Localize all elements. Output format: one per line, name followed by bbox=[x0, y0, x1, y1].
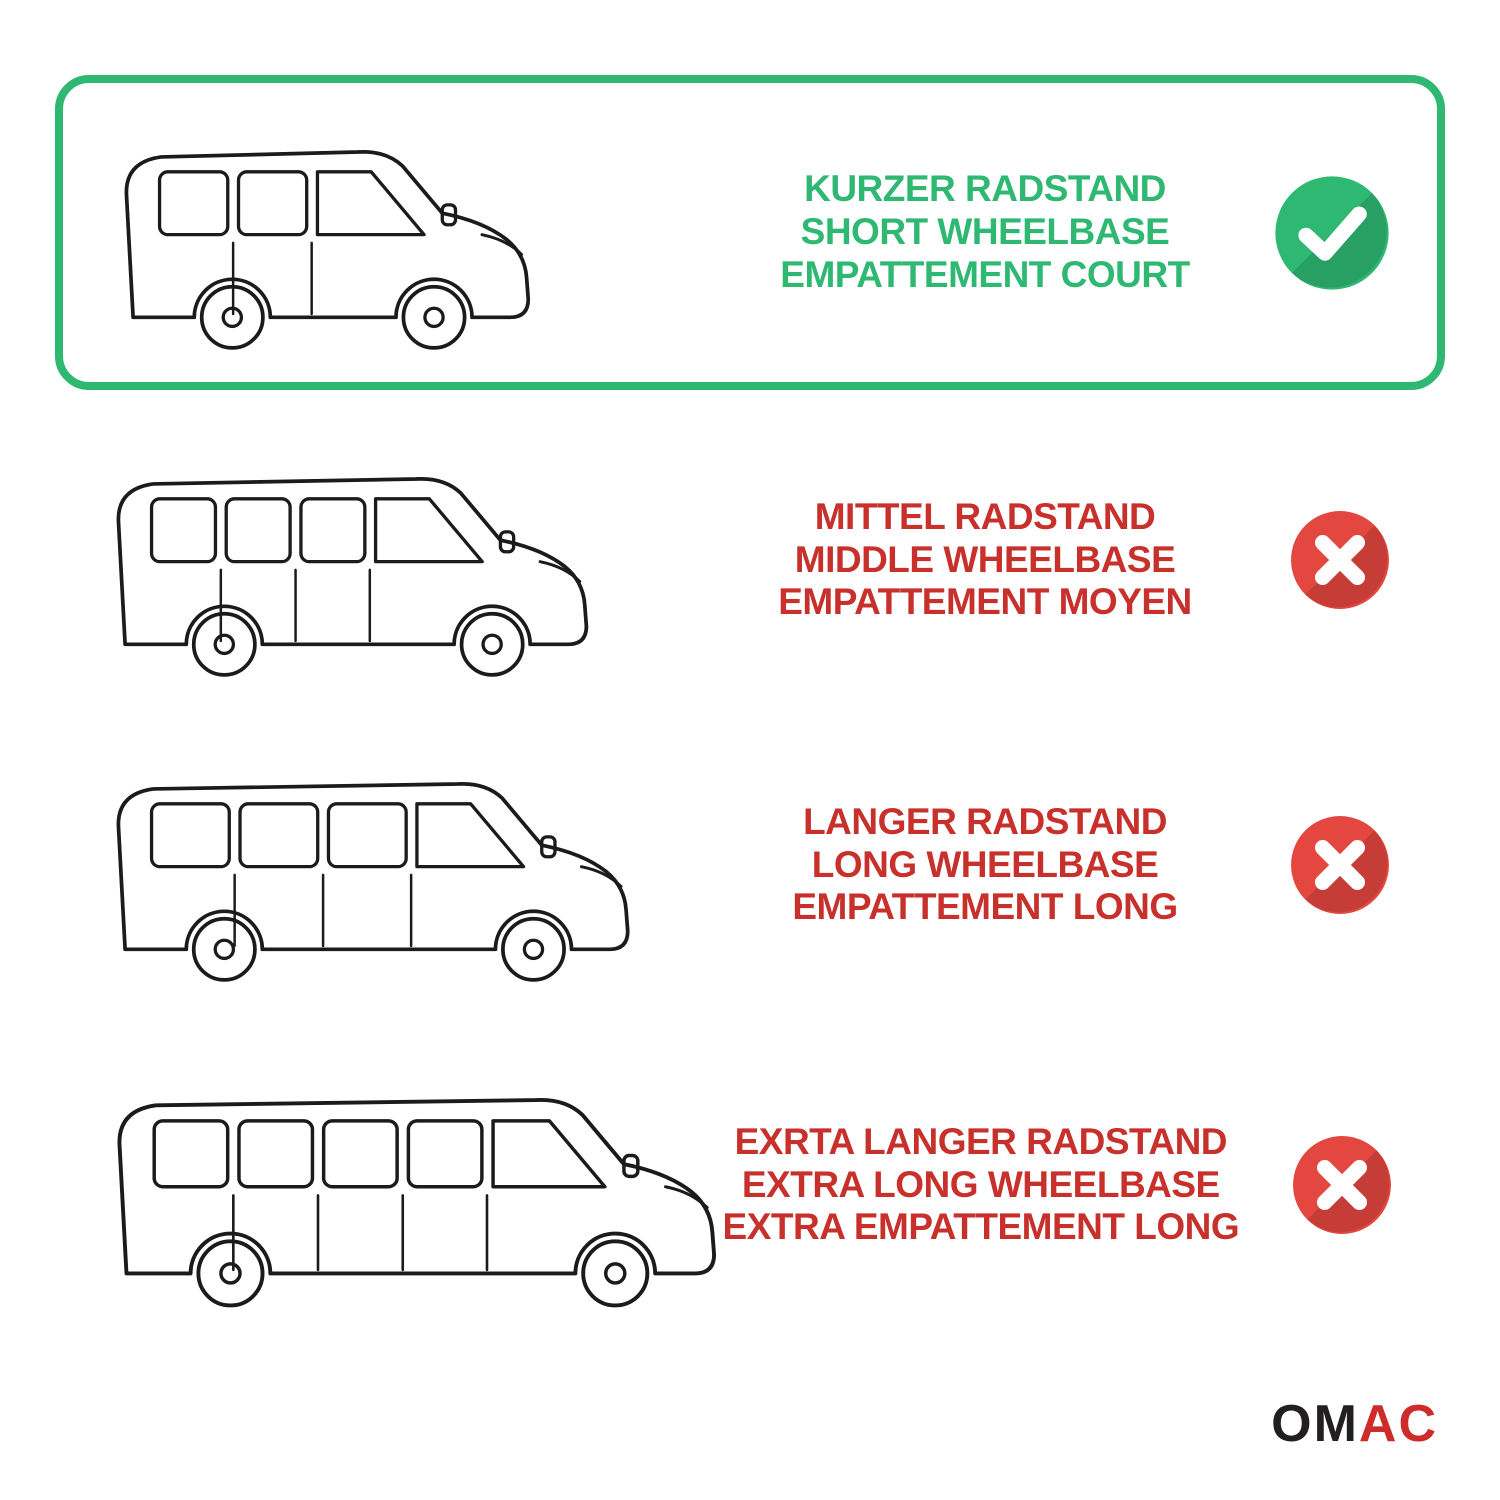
omac-logo: OMAC bbox=[1271, 1398, 1438, 1450]
option-label-long: LANGER RADSTAND LONG WHEELBASE EMPATTEME… bbox=[735, 801, 1235, 930]
status-icon-wrap bbox=[1235, 814, 1445, 916]
label-line-de: MITTEL RADSTAND bbox=[814, 495, 1156, 537]
option-row-long-wheelbase: LANGER RADSTAND LONG WHEELBASE EMPATTEME… bbox=[55, 730, 1445, 1000]
status-icon-wrap bbox=[1239, 1134, 1445, 1236]
van-illustration-short bbox=[63, 109, 743, 357]
van-outline-svg bbox=[117, 1097, 717, 1308]
logo-text-red: AC bbox=[1358, 1395, 1438, 1453]
status-icon-wrap bbox=[1227, 174, 1437, 292]
label-line-de: LANGER RADSTAND bbox=[803, 800, 1167, 842]
label-line-en: MIDDLE WHEELBASE bbox=[794, 538, 1176, 580]
van-illustration-middle bbox=[55, 436, 735, 684]
label-line-en: LONG WHEELBASE bbox=[811, 843, 1159, 885]
option-label-short: KURZER RADSTAND SHORT WHEELBASE EMPATTEM… bbox=[743, 168, 1227, 297]
van-outline-svg bbox=[124, 149, 531, 350]
label-line-fr: EMPATTEMENT LONG bbox=[792, 886, 1178, 928]
logo-text-black: OM bbox=[1271, 1395, 1359, 1453]
status-icon-wrap bbox=[1235, 509, 1445, 611]
van-outline-svg bbox=[116, 476, 589, 677]
label-line-fr: EMPATTEMENT COURT bbox=[780, 253, 1190, 295]
cross-icon bbox=[1291, 511, 1389, 609]
van-illustration-extra-long bbox=[55, 1055, 723, 1315]
option-label-middle: MITTEL RADSTAND MIDDLE WHEELBASE EMPATTE… bbox=[735, 496, 1235, 625]
van-outline-svg bbox=[116, 781, 630, 982]
cross-icon bbox=[1293, 1136, 1392, 1234]
label-line-fr: EXTRA EMPATTEMENT LONG bbox=[722, 1206, 1240, 1248]
check-icon bbox=[1275, 175, 1389, 290]
option-row-short-wheelbase: KURZER RADSTAND SHORT WHEELBASE EMPATTEM… bbox=[55, 75, 1445, 390]
label-line-fr: EMPATTEMENT MOYEN bbox=[778, 581, 1192, 623]
label-line-de: KURZER RADSTAND bbox=[804, 168, 1166, 210]
label-line-de: EXRTA LANGER RADSTAND bbox=[734, 1120, 1228, 1162]
van-illustration-long bbox=[55, 741, 735, 989]
label-line-en: EXTRA LONG WHEELBASE bbox=[741, 1163, 1220, 1205]
option-row-extra-long-wheelbase: EXRTA LANGER RADSTAND EXTRA LONG WHEELBA… bbox=[55, 1035, 1445, 1335]
option-label-extra-long: EXRTA LANGER RADSTAND EXTRA LONG WHEELBA… bbox=[723, 1121, 1240, 1250]
option-row-middle-wheelbase: MITTEL RADSTAND MIDDLE WHEELBASE EMPATTE… bbox=[55, 425, 1445, 695]
label-line-en: SHORT WHEELBASE bbox=[800, 211, 1170, 253]
cross-icon bbox=[1291, 816, 1389, 914]
